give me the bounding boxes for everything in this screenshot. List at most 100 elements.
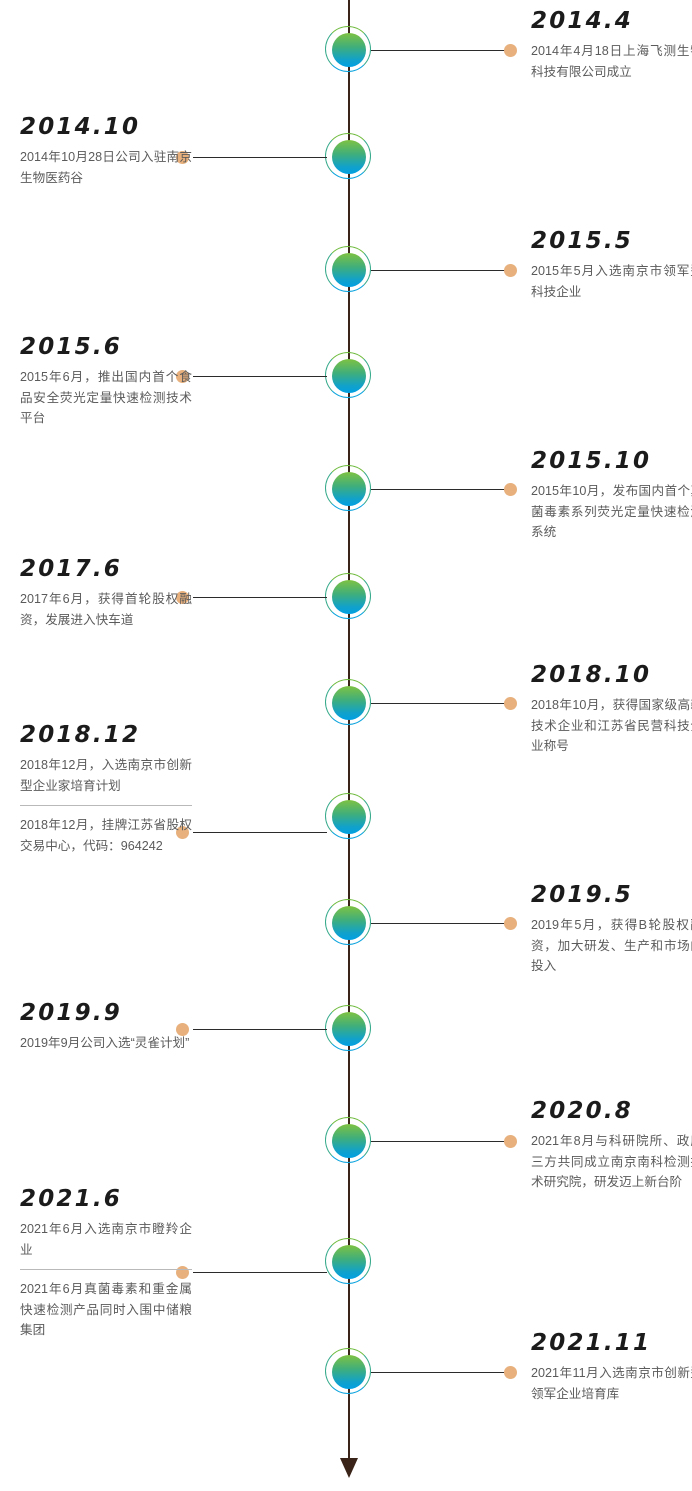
connector-line-e-2015-05	[371, 270, 511, 272]
connector-line-e-2021-11	[371, 1372, 511, 1374]
connector-dot-e-2019-05	[504, 917, 517, 930]
node-ring-icon	[325, 793, 371, 839]
connector-dot-e-2014-10	[176, 151, 189, 164]
entry-divider	[20, 1269, 192, 1271]
timeline-node-e-2019-09[interactable]	[325, 1005, 373, 1053]
entry-description: 2018年10月，获得国家级高新技术企业和江苏省民营科技企业称号	[531, 698, 692, 754]
connector-line-e-2019-09	[193, 1029, 327, 1031]
node-ring-icon	[325, 246, 371, 292]
timeline-node-e-2021-06[interactable]	[325, 1238, 373, 1286]
node-disc-icon	[332, 686, 366, 720]
timeline-node-e-2017-06[interactable]	[325, 573, 373, 621]
node-ring-icon	[325, 26, 371, 72]
node-ring-icon	[325, 133, 371, 179]
node-ring-icon	[325, 899, 371, 945]
node-disc-icon	[332, 253, 366, 287]
node-disc-icon	[332, 140, 366, 174]
entry-description: 2017年6月，获得首轮股权融资，发展进入快车道	[20, 592, 192, 627]
timeline-node-e-2015-05[interactable]	[325, 246, 373, 294]
entry-year-label: 2021.11	[531, 1330, 652, 1356]
timeline-node-e-2015-06[interactable]	[325, 352, 373, 400]
entry-year-label: 2019.5	[531, 882, 633, 908]
connector-line-e-2018-12	[193, 832, 327, 834]
entry-year-label: 2015.5	[531, 228, 633, 254]
timeline-node-e-2015-10[interactable]	[325, 465, 373, 513]
timeline-axis-line	[348, 0, 350, 1462]
node-disc-icon	[332, 1245, 366, 1279]
entry-description: 2019年5月，获得B轮股权融资，加大研发、生产和市场的投入	[531, 918, 692, 974]
entry-year-label: 2015.6	[20, 334, 122, 360]
entry-description: 2018年12月，入选南京市创新型企业家培育计划	[20, 758, 192, 793]
connector-line-e-2017-06	[193, 597, 327, 599]
node-disc-icon	[332, 1012, 366, 1046]
connector-line-e-2015-06	[193, 376, 327, 378]
timeline-node-e-2021-11[interactable]	[325, 1348, 373, 1396]
connector-dot-e-2014-04	[504, 44, 517, 57]
entry-description: 2018年12月，挂牌江苏省股权交易中心，代码：964242	[20, 818, 192, 853]
connector-dot-e-2018-10	[504, 697, 517, 710]
node-disc-icon	[332, 800, 366, 834]
node-ring-icon	[325, 1005, 371, 1051]
node-disc-icon	[332, 359, 366, 393]
node-disc-icon	[332, 33, 366, 67]
connector-dot-e-2017-06	[176, 591, 189, 604]
entry-description: 2015年5月入选南京市领军型科技企业	[531, 264, 692, 299]
entry-description: 2014年10月28日公司入驻南京生物医药谷	[20, 150, 192, 185]
entry-description: 2021年11月入选南京市创新型领军企业培育库	[531, 1366, 692, 1401]
timeline-node-e-2018-10[interactable]	[325, 679, 373, 727]
node-ring-icon	[325, 679, 371, 725]
connector-line-e-2014-04	[371, 50, 511, 52]
node-disc-icon	[332, 472, 366, 506]
connector-dot-e-2015-06	[176, 370, 189, 383]
entry-description: 2019年9月公司入选“灵雀计划”	[20, 1036, 190, 1051]
timeline-node-e-2014-04[interactable]	[325, 26, 373, 74]
entry-description: 2021年6月入选南京市瞪羚企业	[20, 1222, 192, 1257]
timeline-entry-e-2019-09: 2019.9 2019年9月公司入选“灵雀计划”	[20, 1000, 192, 1054]
timeline-arrow-icon	[340, 1458, 358, 1478]
node-disc-icon	[332, 1355, 366, 1389]
entry-year-label: 2019.9	[20, 1000, 122, 1026]
connector-dot-e-2018-12	[176, 826, 189, 839]
timeline-entry-e-2014-10: 2014.10 2014年10月28日公司入驻南京生物医药谷	[20, 114, 192, 188]
node-disc-icon	[332, 580, 366, 614]
timeline-node-e-2019-05[interactable]	[325, 899, 373, 947]
entry-year-label: 2014.4	[531, 8, 633, 34]
entry-year-label: 2018.10	[531, 662, 652, 688]
timeline-node-e-2014-10[interactable]	[325, 133, 373, 181]
node-ring-icon	[325, 573, 371, 619]
connector-line-e-2018-10	[371, 703, 511, 705]
connector-dot-e-2019-09	[176, 1023, 189, 1036]
node-disc-icon	[332, 1124, 366, 1158]
timeline-entry-e-2021-11: 2021.11 2021年11月入选南京市创新型领军企业培育库	[531, 1330, 692, 1404]
timeline-node-e-2020-08[interactable]	[325, 1117, 373, 1165]
timeline-entry-e-2020-08: 2020.8 2021年8月与科研院所、政府三方共同成立南京南科检测技术研究院，研…	[531, 1098, 692, 1193]
connector-line-e-2020-08	[371, 1141, 511, 1143]
node-ring-icon	[325, 1238, 371, 1284]
connector-line-e-2014-10	[193, 157, 327, 159]
entry-description: 2021年8月与科研院所、政府三方共同成立南京南科检测技术研究院，研发迈上新台阶	[531, 1134, 692, 1190]
entry-year-label: 2020.8	[531, 1098, 633, 1124]
timeline-entry-e-2018-10: 2018.10 2018年10月，获得国家级高新技术企业和江苏省民营科技企业称号	[531, 662, 692, 757]
timeline-entry-e-2015-05: 2015.5 2015年5月入选南京市领军型科技企业	[531, 228, 692, 302]
connector-line-e-2015-10	[371, 489, 511, 491]
connector-dot-e-2015-05	[504, 264, 517, 277]
entry-divider	[20, 805, 192, 807]
node-disc-icon	[332, 906, 366, 940]
timeline-node-e-2018-12[interactable]	[325, 793, 373, 841]
entry-description: 2015年10月，发布国内首个真菌毒素系列荧光定量快速检测系统	[531, 484, 692, 540]
connector-line-e-2019-05	[371, 923, 511, 925]
timeline-entry-e-2019-05: 2019.5 2019年5月，获得B轮股权融资，加大研发、生产和市场的投入	[531, 882, 692, 977]
timeline-entry-e-2014-04: 2014.4 2014年4月18日上海飞测生物科技有限公司成立	[531, 8, 692, 82]
node-ring-icon	[325, 352, 371, 398]
entry-year-label: 2014.10	[20, 114, 141, 140]
node-ring-icon	[325, 1117, 371, 1163]
connector-line-e-2021-06	[193, 1272, 327, 1274]
entry-description: 2014年4月18日上海飞测生物科技有限公司成立	[531, 44, 692, 79]
connector-dot-e-2021-11	[504, 1366, 517, 1379]
